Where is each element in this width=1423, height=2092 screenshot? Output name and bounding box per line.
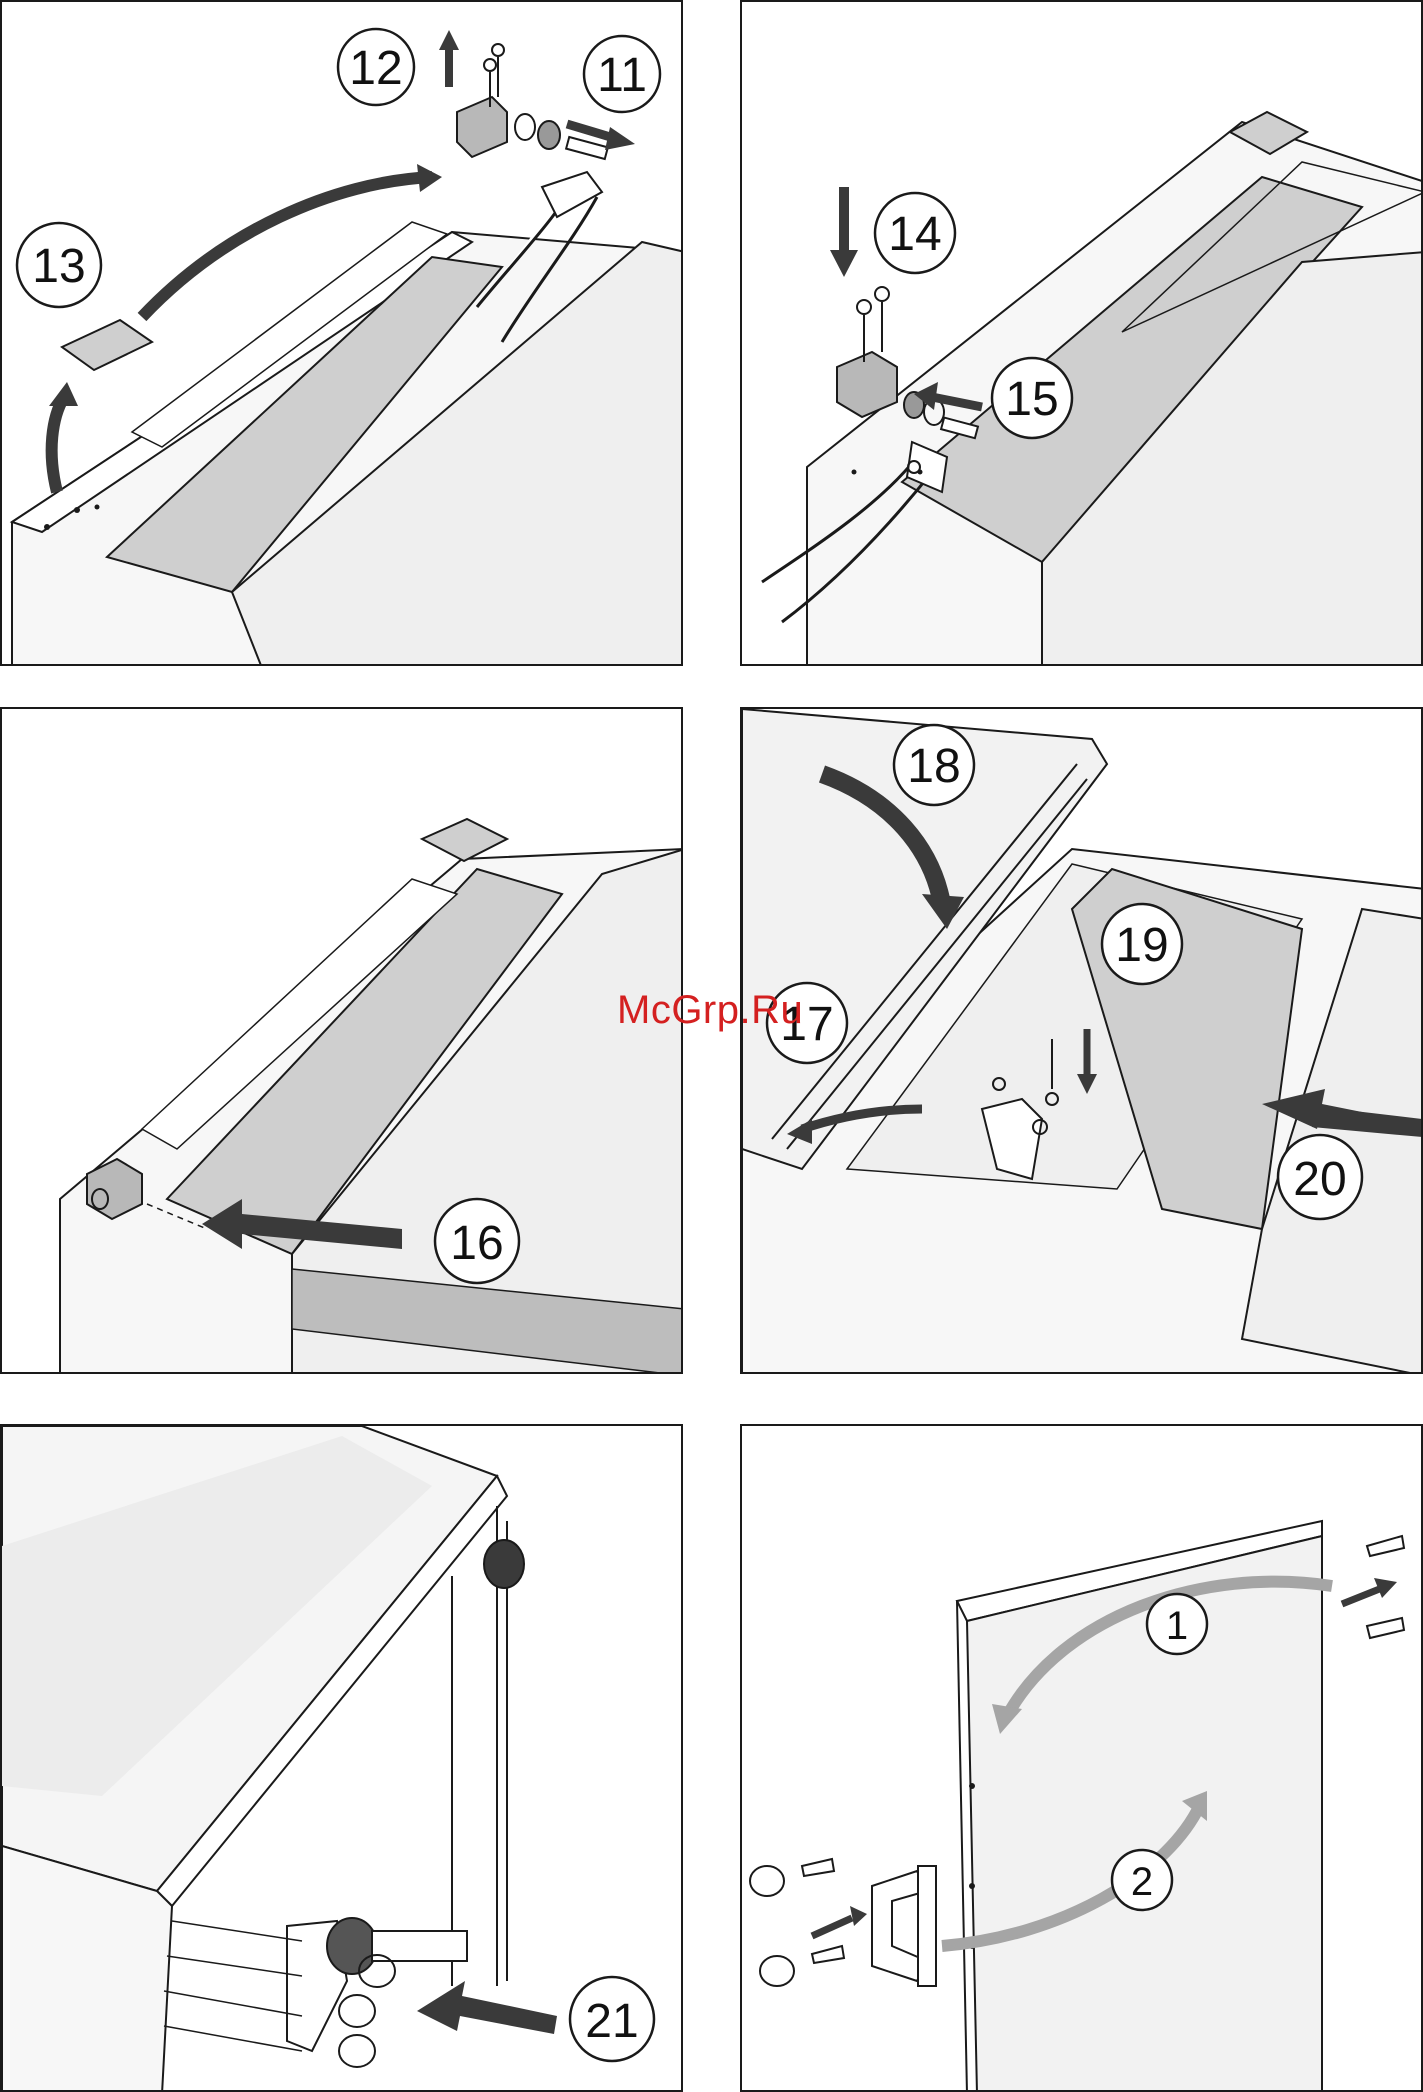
callout-11: 11: [597, 49, 647, 102]
panel-step-21: 21: [0, 1424, 683, 2092]
callout-1: 1: [1166, 1604, 1188, 1648]
panel-step-14-15: 14 15: [740, 0, 1423, 666]
callout-20: 20: [1293, 1153, 1346, 1206]
panel-2-drawing: 14 15: [742, 2, 1423, 666]
panel-step-16: 16: [0, 707, 683, 1374]
callout-18: 18: [907, 740, 960, 793]
panel-1-drawing: 12 11 13: [2, 2, 683, 666]
callout-16: 16: [450, 1217, 503, 1270]
callout-12: 12: [349, 42, 402, 95]
panel-step-1-2: 1 2: [740, 1424, 1423, 2092]
panel-3-drawing: 16: [2, 709, 683, 1374]
panel-4-drawing: 18 17 19 20: [742, 709, 1423, 1374]
callout-14: 14: [888, 208, 941, 261]
panel-5-drawing: 21: [2, 1426, 683, 2092]
panel-step-11-13: 12 11 13: [0, 0, 683, 666]
callout-19: 19: [1115, 919, 1168, 972]
callout-15: 15: [1005, 373, 1058, 426]
panel-6-drawing: 1 2: [742, 1426, 1423, 2092]
panel-step-17-20: 18 17 19 20: [740, 707, 1423, 1374]
callout-2: 2: [1131, 1860, 1153, 1904]
watermark: McGrp.Ru: [617, 988, 803, 1033]
callout-21: 21: [585, 1995, 638, 2048]
callout-13: 13: [32, 240, 85, 293]
